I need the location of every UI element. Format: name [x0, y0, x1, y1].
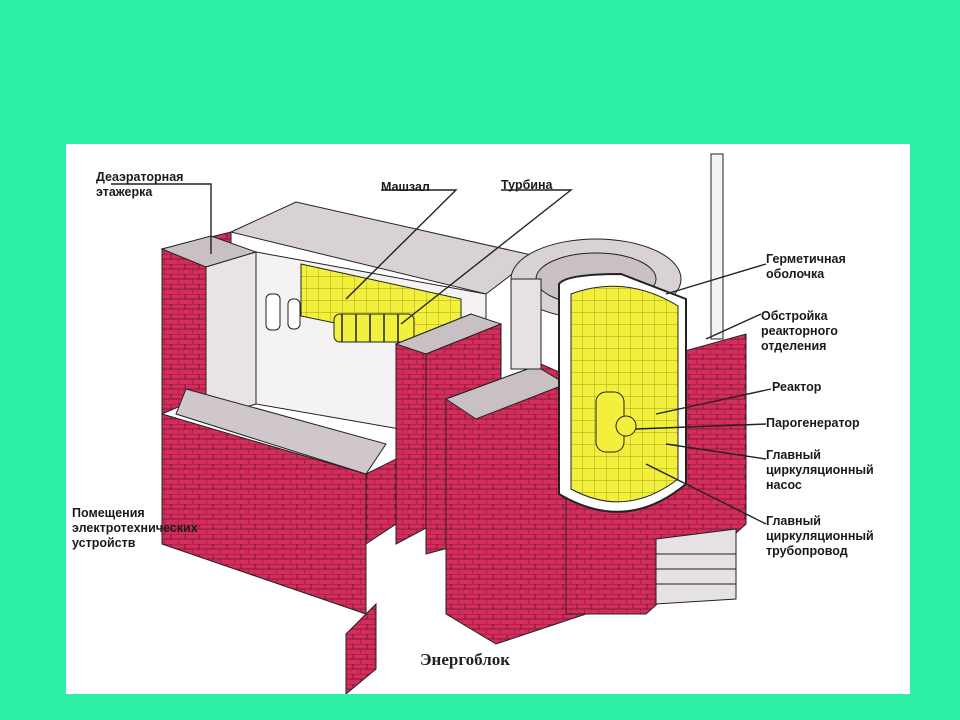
reactor-vessel	[595, 391, 637, 453]
vent-stack	[710, 153, 724, 340]
label-reactor: Реактор	[772, 380, 822, 394]
containment-shell	[510, 238, 687, 513]
label-machine-hall: Машзал	[381, 180, 430, 194]
pipeline-stubs	[655, 528, 737, 605]
deaerator-tanks	[265, 293, 301, 331]
turbine-unit	[333, 313, 415, 343]
figure-caption: Энергоблок	[420, 650, 511, 669]
deaerator-block	[160, 231, 258, 420]
label-turbine: Турбина	[501, 178, 553, 192]
power-unit-cutaway	[111, 153, 772, 694]
electrical-building	[161, 388, 427, 694]
leader-lines	[111, 183, 772, 525]
label-steam-generator: Парогенератор	[766, 416, 860, 430]
